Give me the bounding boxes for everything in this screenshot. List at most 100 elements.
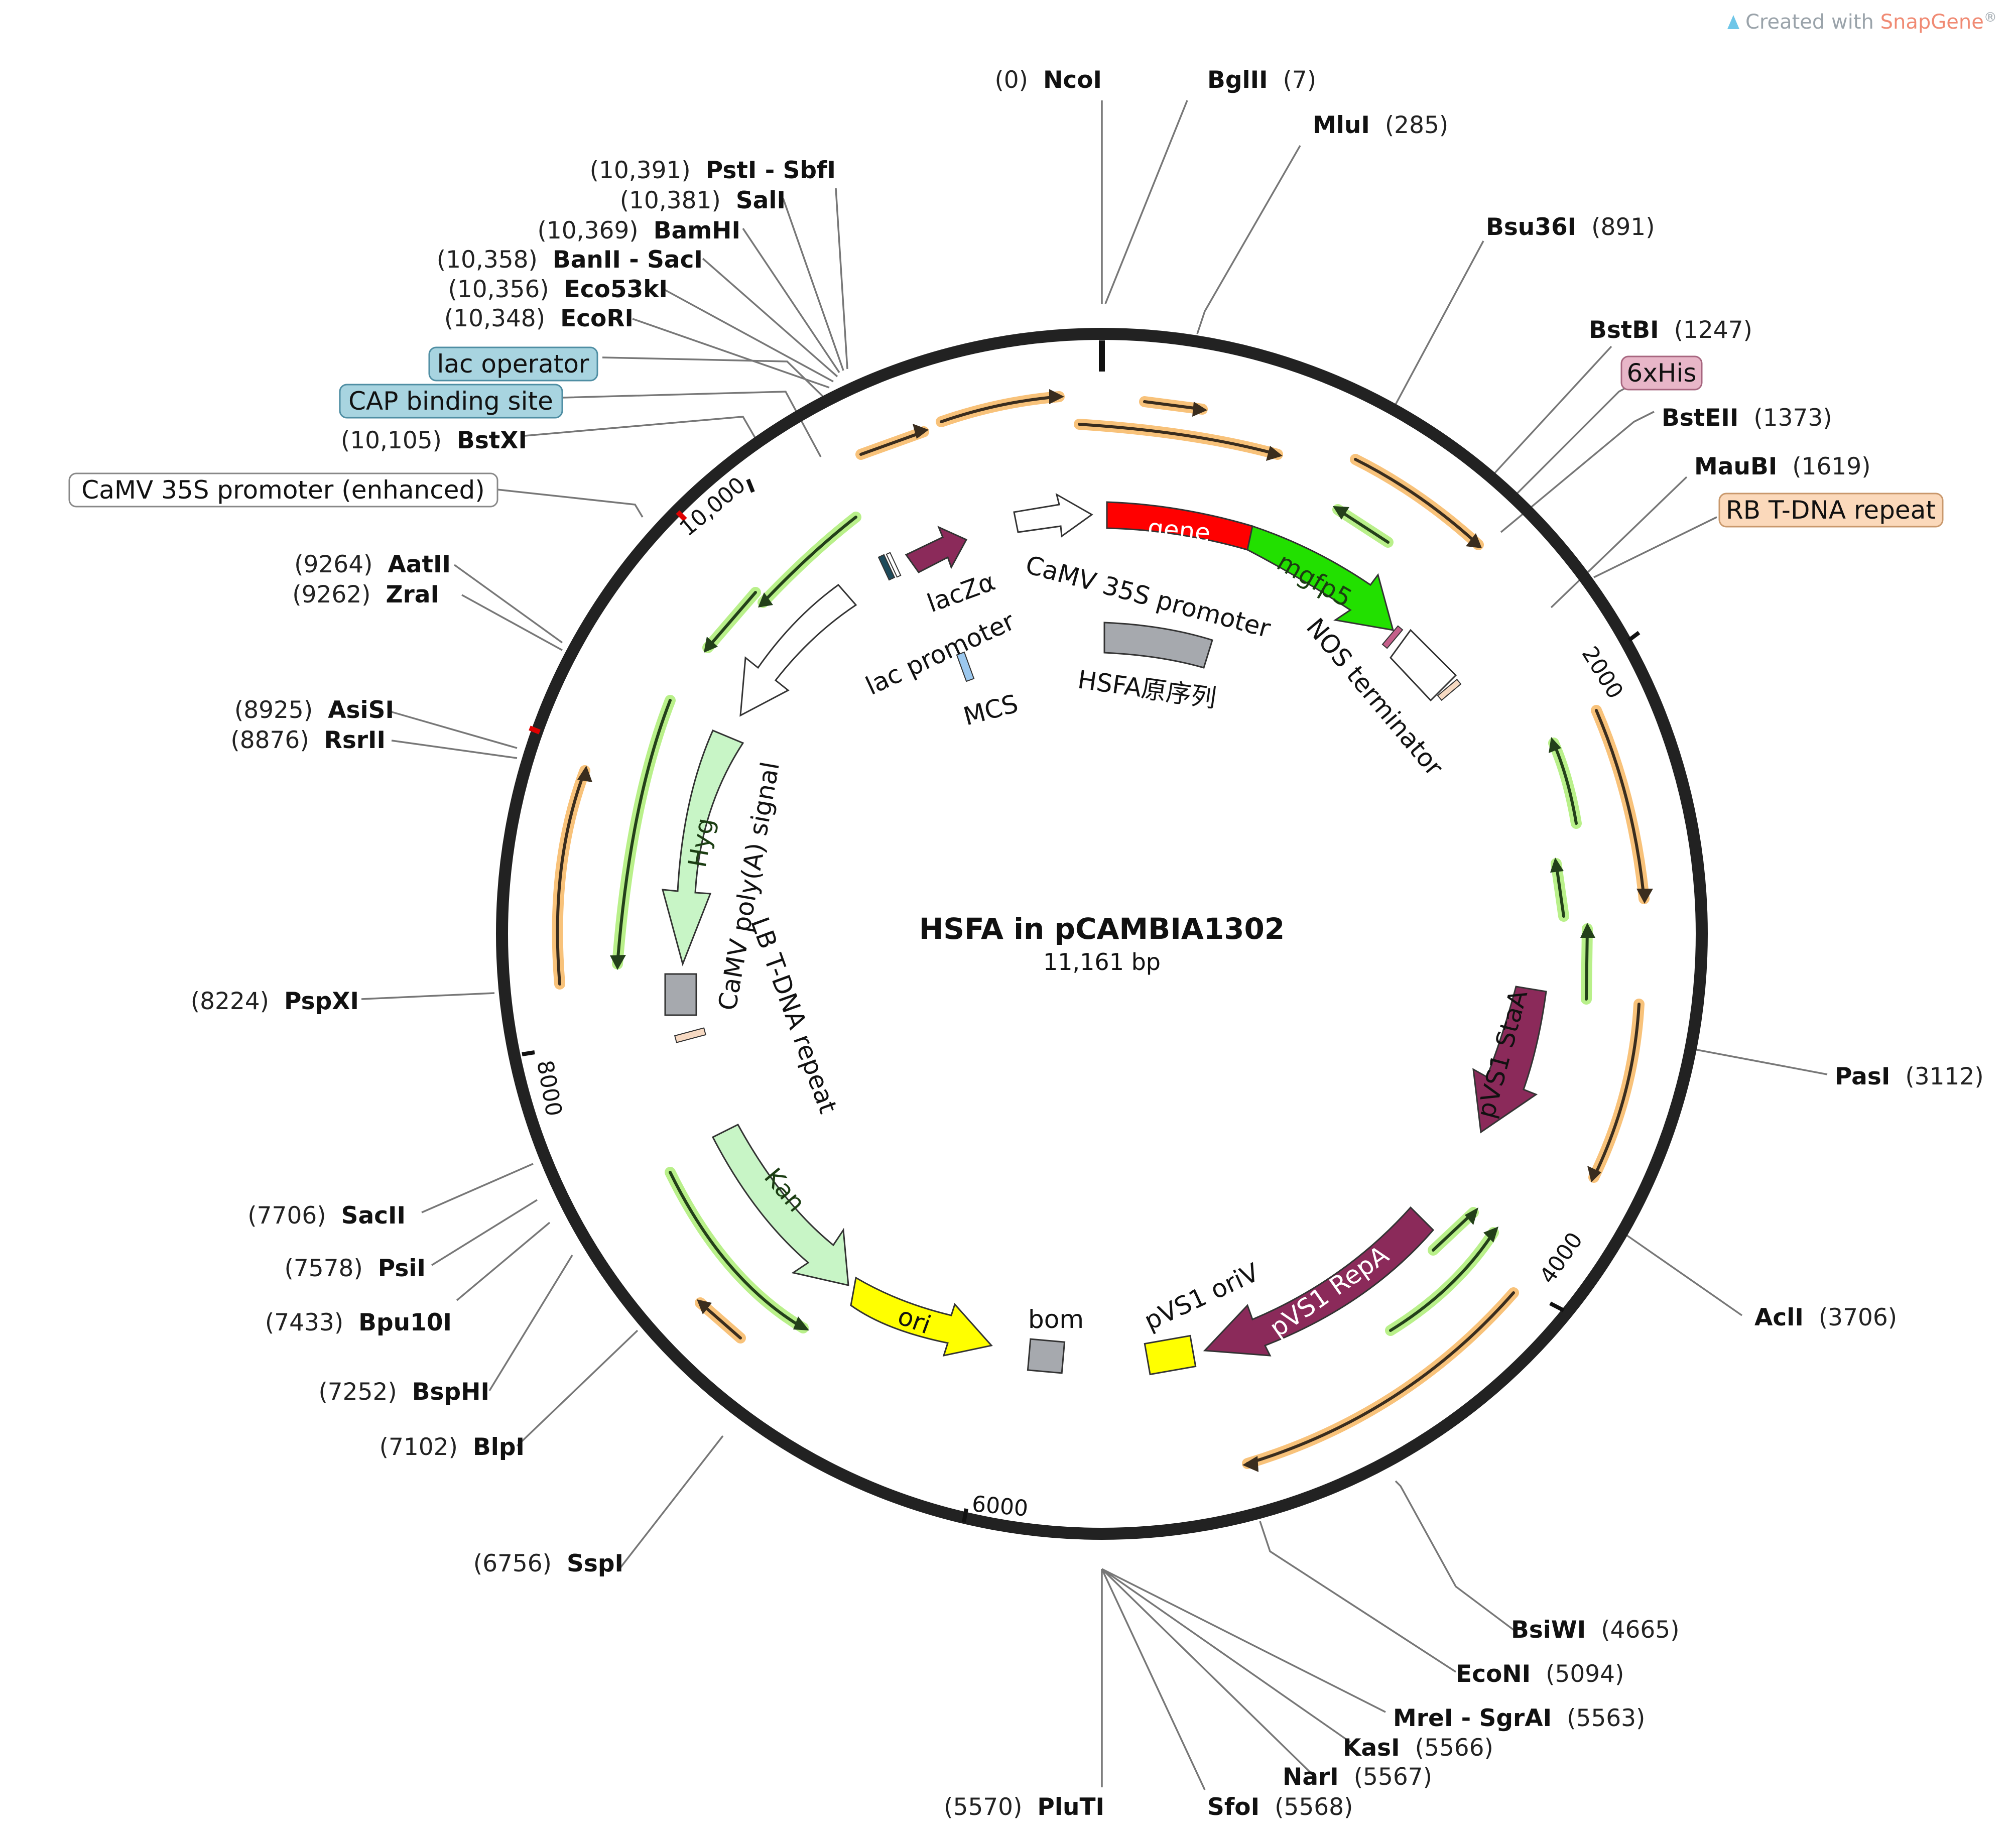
site-label: BstEII(1373) [1662,404,1832,432]
plasmid-title: HSFA in pCAMBIA1302 [919,912,1285,946]
mgfp5-arrow [1246,525,1395,631]
restriction-site-labels: (0)NcoI BglII(7) MluI(285) Bsu36I(891) B… [191,66,1984,1821]
site-label: MluI(285) [1313,111,1448,139]
green-arrow [1548,738,1582,829]
site-label: (8876)RsrII [230,726,386,754]
site-label: (7102)BlpI [380,1433,525,1461]
green-arrow [702,587,761,653]
feature-label-lacz-alpha: lacZα [923,567,999,618]
site-label: MreI - SgrAI(5563) [1393,1704,1645,1732]
tick-4000 [1549,1301,1565,1312]
lac-promoter-marker [886,552,902,578]
tick-2000 [1627,631,1641,642]
site-label: (10,381)SalI [620,187,786,214]
site-label: (10,358)BanII - SacI [437,246,703,274]
rb-tdna-repeat-marker [1437,678,1462,701]
svg-text:6xHis: 6xHis [1627,358,1697,388]
site-label: (8224)PspXI [191,988,359,1015]
green-arrow [665,1167,809,1333]
boxed-label-lac-operator: lac operator [428,346,598,382]
snapgene-logo-icon [1727,15,1739,29]
feature-label-lac-promoter: lac promoter [861,606,1020,701]
orf-arrow [855,426,929,460]
site-label: (9262)ZraI [292,581,439,608]
orf-arrow [1588,999,1645,1183]
feature-label-pvs1-repa: pVS1 RepA [1265,1240,1394,1343]
green-arrow [1581,923,1593,1005]
site-leader-lines [361,100,1828,1790]
credit-brand: SnapGene [1880,11,1984,34]
svg-text:lac operator: lac operator [437,349,589,379]
site-label: (10,391)PstI - SbfI [590,157,836,184]
primer-ring [610,504,1595,1336]
site-label: (10,356)Eco53kI [448,276,668,303]
site-label: (7433)Bpu10I [265,1309,452,1336]
lacz-alpha-arrow [905,526,968,573]
site-label: NarI(5567) [1283,1763,1432,1791]
site-label: AclI(3706) [1754,1304,1897,1331]
pvs1-repa-arrow [1203,1206,1435,1357]
orf-arrow [1591,705,1650,904]
green-arrowheads [610,506,1595,1330]
site-label: MauBI(1619) [1694,453,1871,480]
site-label: (7252)BspHI [318,1378,489,1406]
feature-label-gene: gene [1147,513,1212,548]
green-arrow [1428,1207,1479,1256]
lac-operator-marker [877,554,896,581]
feature-label-nos-terminator: NOS terminator [1301,613,1449,781]
site-label: (0)NcoI [994,66,1102,94]
site-label: (10,105)BstXI [341,427,527,454]
orf-arrow [1350,454,1484,550]
feature-label-hsfa: HSFA原序列 [1076,665,1218,713]
green-arrow [758,512,861,608]
credit-suffix: ® [1984,10,1997,25]
green-arrow [1385,1227,1499,1336]
boxed-label-cap-binding-site: CAP binding site [339,384,563,419]
ori-arrow [850,1276,993,1357]
inner-features [661,493,1547,1376]
credit-prefix: Created with [1745,11,1880,34]
tick-6000 [962,1508,968,1523]
orf-arrow [1074,419,1283,460]
boxed-feature-labels: lac operator CAP binding site CaMV 35S p… [68,346,1944,528]
feature-label-bom: bom [1028,1305,1084,1334]
orf-arrow [552,765,590,990]
plasmid-length: 11,161 bp [1043,948,1161,975]
pvs1-oriv-block [1144,1334,1197,1376]
boxed-label-rb-tdna-repeat: RB T-DNA repeat [1718,493,1944,528]
orf-ring [552,389,1653,1472]
feature-label-lb-tdna-repeat: LB T-DNA repeat [745,913,843,1117]
svg-text:Created with SnapGene®: Created with SnapGene® [1745,10,1997,34]
tick-10000 [746,478,755,493]
plasmid-backbone [496,328,1708,1540]
nos-terminator-marker [1381,625,1404,649]
hsfa-original-sequence-block [1103,622,1213,669]
site-label: (5570)PluTI [944,1793,1104,1821]
svg-text:CaMV 35S promoter (enhanced): CaMV 35S promoter (enhanced) [81,475,484,505]
site-label: (6756)SspI [473,1550,623,1577]
site-label: (7706)SacII [247,1202,406,1230]
green-arrow [1332,504,1394,548]
site-label: (8925)AsiSI [234,696,394,724]
site-label: BglII(7) [1207,66,1316,94]
camv-polya-signal-block [664,973,697,1016]
tick-8000 [522,1050,535,1056]
tick-label-4000: 4000 [1535,1228,1588,1288]
feature-label-mcs: MCS [960,689,1021,731]
svg-text:CAP binding site: CAP binding site [348,387,553,416]
svg-text:RB T-DNA repeat: RB T-DNA repeat [1726,496,1936,525]
nos-terminator-box [1390,629,1457,702]
tick-label-6000: 6000 [971,1491,1029,1522]
mcs-marker [956,651,975,682]
site-label: (10,348)EcoRI [444,305,634,332]
site-label: (9264)AatII [294,551,451,578]
site-label: (7578)PsiI [285,1255,426,1282]
snapgene-credit: Created with SnapGene® [1727,10,1997,34]
site-label: PasI(3112) [1835,1063,1984,1090]
red-mark-9264 [676,510,687,522]
boxed-label-camv-35s-enhanced: CaMV 35S promoter (enhanced) [68,472,498,508]
tick-label-2000: 2000 [1577,642,1628,703]
green-arrow [1551,858,1569,922]
orf-arrow [1139,396,1208,415]
